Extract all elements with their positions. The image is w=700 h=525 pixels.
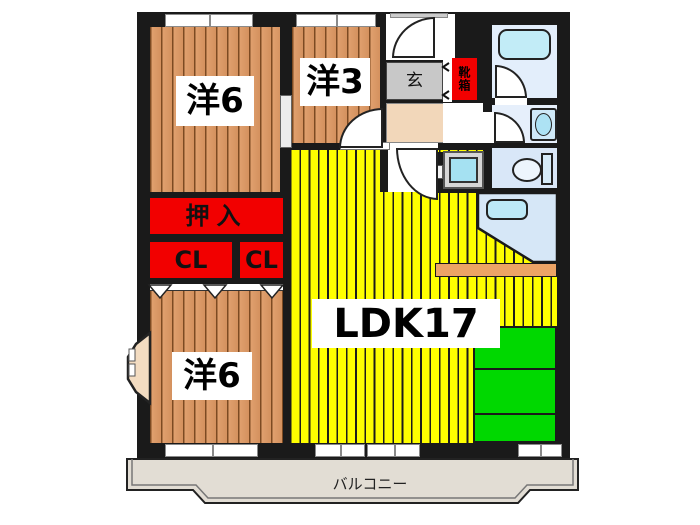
corridor-floor xyxy=(443,103,483,143)
closet-left: CL xyxy=(150,242,232,278)
balcony-text: バルコニー xyxy=(332,474,408,493)
genkan-label: 玄 xyxy=(406,70,423,91)
washer xyxy=(449,157,478,183)
genkan: 玄 xyxy=(386,62,443,100)
wall xyxy=(437,188,557,193)
western3-text: 洋3 xyxy=(306,62,364,102)
kitchen-counter xyxy=(435,263,557,277)
corridor-floor xyxy=(443,60,452,102)
window xyxy=(367,444,420,457)
window xyxy=(296,14,376,27)
washroom-doorway xyxy=(483,112,494,143)
toilet-bowl xyxy=(512,158,542,182)
shoebox: 靴箱 xyxy=(452,58,477,100)
bathtub xyxy=(498,29,551,60)
wall xyxy=(380,150,390,192)
cl-left-label: CL xyxy=(174,246,208,274)
western6-top-text: 洋6 xyxy=(186,81,244,121)
bay-window-pane xyxy=(128,363,136,377)
wall xyxy=(483,105,492,193)
bathroom-doorway xyxy=(495,98,527,105)
green-divider xyxy=(473,413,557,415)
bay-window-pane xyxy=(128,348,136,362)
shoebox-label: 靴箱 xyxy=(457,66,471,92)
vanity-basin xyxy=(535,113,552,136)
bifold-door-track xyxy=(150,284,283,291)
room-label-western6-top: 洋6 xyxy=(176,76,254,126)
oshiire-label: 押入 xyxy=(185,202,248,230)
window xyxy=(518,444,562,457)
green-divider xyxy=(473,368,557,370)
toilet-tank xyxy=(541,153,553,185)
closet-right: CL xyxy=(240,242,283,278)
sliding-door xyxy=(280,95,292,148)
cl-right-label: CL xyxy=(245,246,278,274)
ldk-text: LDK17 xyxy=(333,300,479,347)
room-label-ldk: LDK17 xyxy=(312,299,500,348)
entry-threshold xyxy=(390,13,448,18)
room-label-western3: 洋3 xyxy=(300,58,370,106)
wall xyxy=(492,143,557,148)
window xyxy=(315,444,365,457)
western6-bottom-text: 洋6 xyxy=(183,356,241,396)
window xyxy=(165,444,258,457)
hall-floor xyxy=(386,103,446,143)
room-label-western6-bottom: 洋6 xyxy=(172,352,252,400)
balcony-label: バルコニー xyxy=(290,473,450,493)
window xyxy=(165,14,253,27)
closet-oshiire: 押入 xyxy=(150,198,283,234)
